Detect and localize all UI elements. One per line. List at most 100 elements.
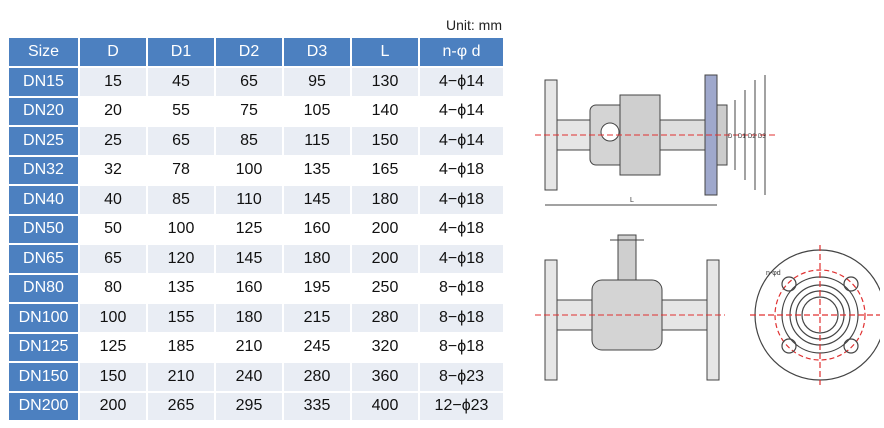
value-cell: 180: [284, 245, 350, 273]
value-cell: 210: [216, 333, 282, 361]
value-cell: 160: [284, 215, 350, 243]
header-bolt-holes: n-φ d: [420, 38, 503, 66]
value-cell: 145: [216, 245, 282, 273]
value-cell: 95: [284, 68, 350, 96]
size-cell: DN200: [9, 392, 78, 420]
value-cell: 400: [352, 392, 418, 420]
header-d2: D2: [216, 38, 282, 66]
size-cell: DN40: [9, 186, 78, 214]
size-cell: DN150: [9, 363, 78, 391]
value-cell: 50: [80, 215, 146, 243]
value-cell: 20: [80, 97, 146, 125]
value-cell: 160: [216, 274, 282, 302]
value-cell: 45: [148, 68, 214, 96]
value-cell: 75: [216, 97, 282, 125]
value-cell: 32: [80, 156, 146, 184]
value-cell: 100: [80, 304, 146, 332]
value-cell: 150: [80, 363, 146, 391]
value-cell: 320: [352, 333, 418, 361]
value-cell: 130: [352, 68, 418, 96]
value-cell: 4−ϕ18: [420, 186, 503, 214]
value-cell: 4−ϕ18: [420, 156, 503, 184]
table-header-row: Size D D1 D2 D3 L n-φ d: [9, 38, 503, 66]
value-cell: 265: [148, 392, 214, 420]
value-cell: 200: [80, 392, 146, 420]
value-cell: 245: [284, 333, 350, 361]
size-cell: DN15: [9, 68, 78, 96]
value-cell: 65: [148, 127, 214, 155]
value-cell: 15: [80, 68, 146, 96]
value-cell: 8−ϕ18: [420, 304, 503, 332]
value-cell: 250: [352, 274, 418, 302]
valve-front-view: [535, 234, 725, 381]
value-cell: 25: [80, 127, 146, 155]
value-cell: 135: [148, 274, 214, 302]
value-cell: 80: [80, 274, 146, 302]
value-cell: 4−ϕ14: [420, 127, 503, 155]
value-cell: 100: [216, 156, 282, 184]
flange-end-view: n-φd: [750, 245, 880, 385]
value-cell: 85: [216, 127, 282, 155]
header-d: D: [80, 38, 146, 66]
header-d3: D3: [284, 38, 350, 66]
size-cell: DN80: [9, 274, 78, 302]
value-cell: 295: [216, 392, 282, 420]
value-cell: 180: [352, 186, 418, 214]
label-d: D: [728, 134, 733, 140]
size-cell: DN20: [9, 97, 78, 125]
value-cell: 135: [284, 156, 350, 184]
value-cell: 105: [284, 97, 350, 125]
value-cell: 8−ϕ18: [420, 274, 503, 302]
value-cell: 8−ϕ18: [420, 333, 503, 361]
value-cell: 200: [352, 245, 418, 273]
value-cell: 4−ϕ18: [420, 245, 503, 273]
value-cell: 280: [352, 304, 418, 332]
value-cell: 240: [216, 363, 282, 391]
size-cell: DN50: [9, 215, 78, 243]
label-bolt-holes: n-φd: [766, 270, 781, 277]
unit-label: Unit: mm: [446, 17, 502, 33]
value-cell: 4−ϕ18: [420, 215, 503, 243]
value-cell: 65: [80, 245, 146, 273]
value-cell: 78: [148, 156, 214, 184]
size-cell: DN65: [9, 245, 78, 273]
value-cell: 165: [352, 156, 418, 184]
value-cell: 145: [284, 186, 350, 214]
value-cell: 215: [284, 304, 350, 332]
value-cell: 195: [284, 274, 350, 302]
value-cell: 180: [216, 304, 282, 332]
header-d1: D1: [148, 38, 214, 66]
value-cell: 140: [352, 97, 418, 125]
size-cell: DN32: [9, 156, 78, 184]
label-d2: D2: [748, 134, 756, 140]
value-cell: 115: [284, 127, 350, 155]
value-cell: 185: [148, 333, 214, 361]
value-cell: 65: [216, 68, 282, 96]
valve-drawing: L D D1 D2 D3 n-φd: [535, 74, 880, 385]
value-cell: 40: [80, 186, 146, 214]
value-cell: 12−ϕ23: [420, 392, 503, 420]
value-cell: 125: [80, 333, 146, 361]
value-cell: 335: [284, 392, 350, 420]
label-l: L: [630, 197, 634, 204]
valve-side-view: L D D1 D2 D3: [535, 74, 775, 206]
value-cell: 4−ϕ14: [420, 68, 503, 96]
value-cell: 200: [352, 215, 418, 243]
header-l: L: [352, 38, 418, 66]
size-cell: DN25: [9, 127, 78, 155]
value-cell: 100: [148, 215, 214, 243]
value-cell: 8−ϕ23: [420, 363, 503, 391]
label-d1: D1: [738, 134, 746, 140]
value-cell: 55: [148, 97, 214, 125]
